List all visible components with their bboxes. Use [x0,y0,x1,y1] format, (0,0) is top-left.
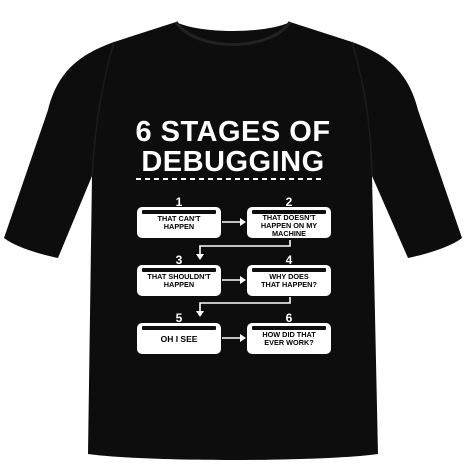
stage-number: 5 [175,311,183,325]
stage-box-shape [247,323,331,354]
stage-label-line: MACHINE [271,229,307,238]
tshirt-collar [174,21,292,46]
stage-label-line: THAT HAPPEN? [261,280,317,289]
stage-label-line: THAT SHOULDN'T [147,272,211,281]
stage-label-line: HAPPEN ON MY [260,221,318,230]
stage-number: 1 [175,195,183,209]
stage-number: 6 [285,311,293,325]
stage-label-line: HAPPEN [163,222,195,231]
print-title-line-2: DEBUGGING [141,146,325,178]
stage-box-5: 5 OH I SEE [136,311,222,355]
flow-arrows [199,221,291,339]
stage-number: 4 [285,253,293,267]
stage-box-shape [137,265,221,296]
stage-box-shape [247,207,331,238]
arrow-heads [196,218,246,342]
tshirt-right-sleeve-seam [351,41,373,177]
print-title-line-1: 6 STAGES OF [135,116,331,148]
stage-box-shape [247,265,331,296]
stage-label-line: EVER WORK? [264,338,314,347]
stage-box-shape [137,207,221,238]
stage-box-shape [137,323,221,354]
stage-label-line: THAT CAN'T [157,214,201,223]
stage-label: OH I SEE [136,334,222,344]
stage-number: 3 [175,253,183,267]
arrow-4-to-5 [199,297,291,313]
stage-label-line: OH I SEE [160,334,198,344]
tshirt-left-sleeve-seam [91,41,115,177]
tshirt-body [4,22,462,460]
stage-label-line: THAT DOESN'T [262,213,316,222]
stage-label-line: WHY DOES [269,272,309,281]
stage-label-line: HOW DID THAT [262,330,316,339]
stage-number: 2 [285,195,293,209]
arrow-2-to-3 [199,240,291,256]
stage-label-line: HAPPEN [163,280,195,289]
